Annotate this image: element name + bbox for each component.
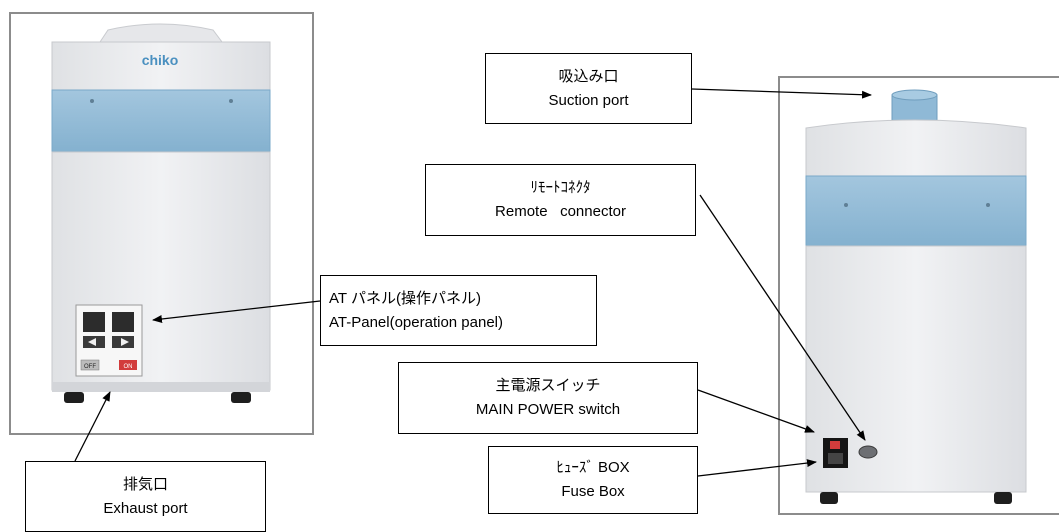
- callout-fuse-box: ﾋｭｰｽﾞ BOX Fuse Box: [488, 446, 698, 514]
- panel-on-label: ON: [124, 364, 133, 370]
- at-panel-label-ja: AT パネル(操作パネル): [329, 289, 481, 307]
- exhaust-port-label-en: Exhaust port: [103, 499, 188, 517]
- callout-suction-port: 吸込み口 Suction port: [485, 53, 692, 124]
- suction-port-label-en: Suction port: [548, 91, 629, 109]
- arrow-suction-port: [691, 88, 872, 99]
- remote-connector-label-ja: ﾘﾓｰﾄｺﾈｸﾀ: [530, 179, 591, 196]
- panel-off-label: OFF: [84, 364, 96, 370]
- remote-connector-label-en: Remote connector: [495, 203, 626, 220]
- front-view-device: OFF ON chiko: [51, 23, 271, 403]
- fuse-box-label-en: Fuse Box: [561, 483, 625, 500]
- arrow-exhaust-port: [74, 391, 111, 462]
- callout-main-power-switch: 主電源スイッチ MAIN POWER switch: [398, 362, 698, 434]
- callout-remote-connector: ﾘﾓｰﾄｺﾈｸﾀ Remote connector: [425, 164, 696, 236]
- at-panel-label-en: AT-Panel(operation panel): [329, 313, 503, 331]
- arrow-at-panel: [152, 300, 321, 323]
- fuse-box-label-ja: ﾋｭｰｽﾞ BOX: [556, 459, 630, 476]
- callout-exhaust-port: 排気口 Exhaust port: [25, 461, 266, 532]
- callout-at-panel: AT パネル(操作パネル) AT-Panel(operation panel): [320, 275, 597, 346]
- arrow-main-power-switch: [697, 389, 815, 433]
- main-power-switch-label-en: MAIN POWER switch: [475, 401, 621, 418]
- arrow-remote-connector: [699, 194, 866, 441]
- rear-view-device: [805, 89, 1027, 504]
- brand-logo: chiko: [142, 52, 179, 68]
- exhaust-port-label-ja: 排気口: [122, 475, 168, 493]
- suction-port-label-ja: 吸込み口: [558, 67, 619, 85]
- arrow-fuse-box: [697, 459, 817, 477]
- main-power-switch-label-ja: 主電源スイッチ: [495, 377, 601, 394]
- at-panel-graphic: OFF ON: [75, 304, 143, 377]
